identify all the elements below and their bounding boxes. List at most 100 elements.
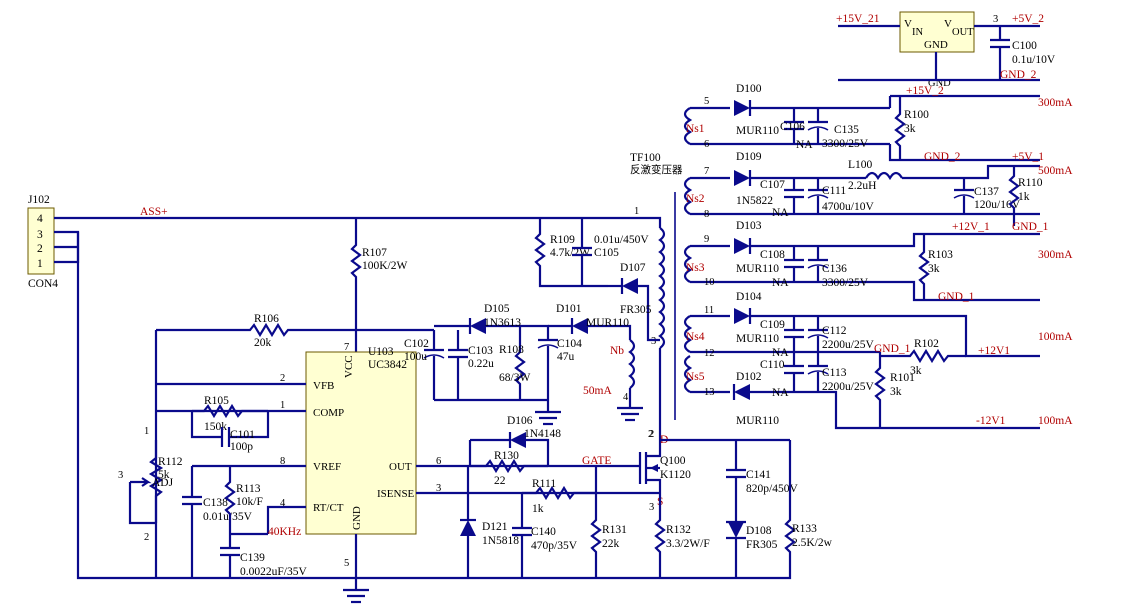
r130-ref: R130 bbox=[494, 450, 519, 462]
resistor-r132: R132 3.3/2W/F bbox=[654, 493, 710, 578]
d104-value: MUR110 bbox=[736, 333, 779, 345]
capacitor-c139: C139 0.0022uF/35V bbox=[220, 534, 307, 578]
r132-value: 3.3/2W/F bbox=[666, 538, 710, 550]
tf-pin-1: 1 bbox=[634, 206, 639, 217]
l100-value: 2.2uH bbox=[848, 180, 876, 192]
resistor-r107: R107 100K/2W bbox=[350, 218, 408, 352]
resistor-r110: R110 1k bbox=[1008, 166, 1043, 226]
current-label-2: 500mA bbox=[1038, 165, 1073, 177]
net-m12v1-label: -12V1 bbox=[976, 415, 1006, 427]
net-5v-1-label: +5V_1 bbox=[1012, 151, 1044, 163]
diode-d107: D107 FR305 bbox=[608, 262, 660, 342]
c111-ref: C111 bbox=[822, 185, 846, 197]
resistor-r131: R131 22k bbox=[590, 466, 627, 578]
d103-value: MUR110 bbox=[736, 263, 779, 275]
ground-symbol-nb bbox=[617, 406, 643, 422]
diode-d101: D101 MUR110 bbox=[548, 303, 632, 340]
r106-value: 20k bbox=[254, 337, 272, 349]
c112-value: 2200u/25V bbox=[822, 339, 874, 351]
c111-value: 4700u/10V bbox=[822, 201, 874, 213]
winding-ns3: Ns3 9 10 bbox=[683, 234, 1040, 302]
d103-ref: D103 bbox=[736, 220, 762, 232]
capacitor-c111: C111 4700u/10V bbox=[807, 178, 874, 214]
winding-ns4-label: Ns4 bbox=[686, 331, 705, 343]
c138-ref: C138 bbox=[203, 497, 228, 509]
net-gnd-1b-label: GND_1 bbox=[938, 291, 975, 303]
ic-uc3842: U103 UC3842 VFB COMP VREF RT/CT OUT ISEN… bbox=[156, 342, 660, 590]
r112-pin-1: 1 bbox=[144, 426, 149, 437]
c141-value: 820p/450V bbox=[746, 483, 798, 495]
tf-pin-3: 3 bbox=[651, 336, 656, 347]
d104-ref: D104 bbox=[736, 291, 762, 303]
d106-value: 1N4148 bbox=[524, 428, 561, 440]
wire-rtct bbox=[266, 505, 306, 534]
d106-ref: D106 bbox=[507, 415, 533, 427]
inductor-l100: L100 2.2uH bbox=[848, 159, 1040, 192]
r113-ref: R113 bbox=[236, 483, 261, 495]
ic-pin-vfb: VFB bbox=[313, 380, 334, 392]
d107-value: FR305 bbox=[620, 304, 652, 316]
tf-pin-8: 8 bbox=[704, 209, 709, 220]
c103-value: 0.22u bbox=[468, 358, 494, 370]
c137-value: 120u/16V bbox=[974, 199, 1021, 211]
c105-value: 0.01u/450V bbox=[594, 234, 649, 246]
resistor-r105: R105 150k bbox=[192, 395, 268, 433]
resistor-r103: R103 3k bbox=[918, 234, 953, 300]
c110-ref: C110 bbox=[760, 359, 785, 371]
resistor-r130: R130 22 bbox=[470, 450, 548, 487]
winding-ns3-label: Ns3 bbox=[686, 262, 705, 274]
ground-symbol-aux bbox=[535, 410, 561, 426]
capacitor-c105: 0.01u/450V C105 bbox=[572, 218, 649, 286]
winding-primary: 1 2 TF100 反激变压器 D bbox=[630, 152, 683, 452]
fet-pin-d: 2 bbox=[649, 429, 654, 440]
capacitor-c102: C102 100u bbox=[404, 330, 445, 400]
c102-value: 100u bbox=[404, 351, 427, 363]
diode-d103: D103 MUR110 bbox=[734, 220, 1040, 275]
resistor-r101: R101 3k bbox=[874, 352, 915, 428]
d100-value: MUR110 bbox=[736, 125, 779, 137]
c103-ref: C103 bbox=[468, 345, 493, 357]
c140-value: 470p/35V bbox=[531, 540, 578, 552]
ic-pin-gnd: GND bbox=[351, 506, 363, 530]
capacitor-c103: C103 0.22u bbox=[448, 330, 494, 400]
r108-value: 68/3W bbox=[499, 372, 530, 384]
c112-ref: C112 bbox=[822, 325, 847, 337]
capacitor-c141: C141 820p/450V bbox=[726, 440, 798, 522]
current-label-3: 300mA bbox=[1038, 249, 1073, 261]
r101-value: 3k bbox=[890, 386, 902, 398]
ic-pin-rtct: RT/CT bbox=[313, 502, 344, 514]
capacitor-c135: C135 3300/25V bbox=[807, 108, 869, 150]
capacitor-c100: C100 0.1u/10V bbox=[990, 26, 1056, 80]
c100-value: 0.1u/10V bbox=[1012, 54, 1056, 66]
net-ass-label: ASS+ bbox=[140, 206, 168, 218]
ic-pinnum-comp: 1 bbox=[280, 400, 285, 411]
ic-pin-out: OUT bbox=[389, 461, 412, 473]
r103-ref: R103 bbox=[928, 249, 953, 261]
ic-pin-vcc: VCC bbox=[343, 355, 355, 378]
c106-value: NA bbox=[796, 139, 813, 151]
capacitor-c113: C113 2200u/25V bbox=[807, 352, 874, 393]
r102-value: 3k bbox=[910, 365, 922, 377]
net-gnd-1-label: GND_1 bbox=[1012, 221, 1049, 233]
r113-value: 10k/F bbox=[236, 496, 263, 508]
r112-adj: ADJ bbox=[152, 477, 174, 489]
current-label-5: 100mA bbox=[1038, 415, 1073, 427]
r133-value: 2.5K/2w bbox=[792, 537, 833, 549]
diode-d121: D121 1N5818 bbox=[460, 466, 519, 578]
d121-value: 1N5818 bbox=[482, 535, 519, 547]
d102-value: MUR110 bbox=[736, 415, 779, 427]
c101-value: 100p bbox=[230, 441, 253, 453]
r112-value: 5k bbox=[158, 469, 170, 481]
c101-ref: C101 bbox=[230, 429, 255, 441]
r131-value: 22k bbox=[602, 538, 620, 550]
net-15v-21-label: +15V_21 bbox=[836, 13, 880, 25]
ic-pin-comp: COMP bbox=[313, 407, 344, 419]
tf-pin-9: 9 bbox=[704, 234, 709, 245]
r102-ref: R102 bbox=[914, 338, 939, 350]
resistor-r111: R111 1k bbox=[522, 478, 596, 515]
capacitor-c108: C108 NA bbox=[760, 246, 804, 289]
r112-pin-2: 2 bbox=[144, 532, 149, 543]
r110-value: 1k bbox=[1018, 191, 1030, 203]
tf-pin-6: 6 bbox=[704, 139, 709, 150]
